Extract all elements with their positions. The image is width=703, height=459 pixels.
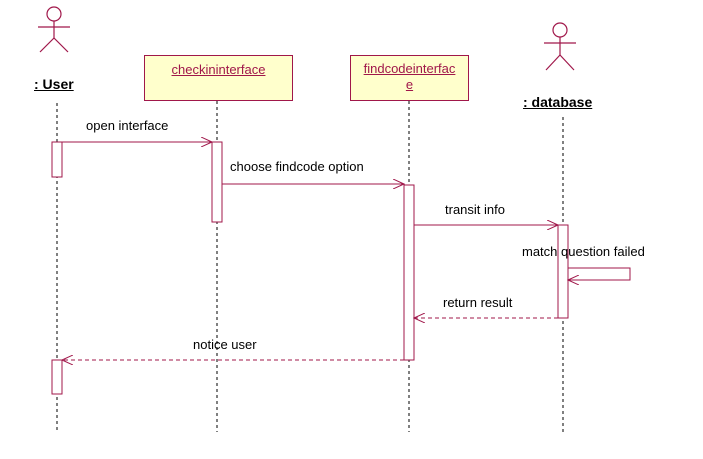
checkininterface-box: checkininterface xyxy=(144,55,293,101)
findcodeinterface-box: findcodeinterfac e xyxy=(350,55,469,101)
database-actor-icon xyxy=(544,22,576,71)
msg-choose-findcode-label: choose findcode option xyxy=(230,159,364,174)
findcode-activation xyxy=(403,184,415,361)
database-name: : database xyxy=(523,94,593,110)
user-activation-1 xyxy=(51,141,63,178)
user-activation-2 xyxy=(51,359,63,395)
msg-open-interface-label: open interface xyxy=(86,118,169,133)
checkin-activation xyxy=(211,141,223,223)
msg-notice-user-label: notice user xyxy=(193,337,257,352)
msg-return-result-label: return result xyxy=(443,295,513,310)
findcodeinterface-label-line2: e xyxy=(405,77,414,92)
msg-transit-info-label: transit info xyxy=(445,202,505,217)
findcodeinterface-label-line1: findcodeinterfac xyxy=(363,61,456,76)
database-activation xyxy=(557,224,569,319)
msg-self-call-arrow xyxy=(568,267,631,280)
user-actor-icon xyxy=(38,6,70,53)
user-name: : User xyxy=(34,76,74,92)
checkininterface-label: checkininterface xyxy=(171,62,266,77)
msg-match-question-failed-label: match question failed xyxy=(522,244,645,259)
